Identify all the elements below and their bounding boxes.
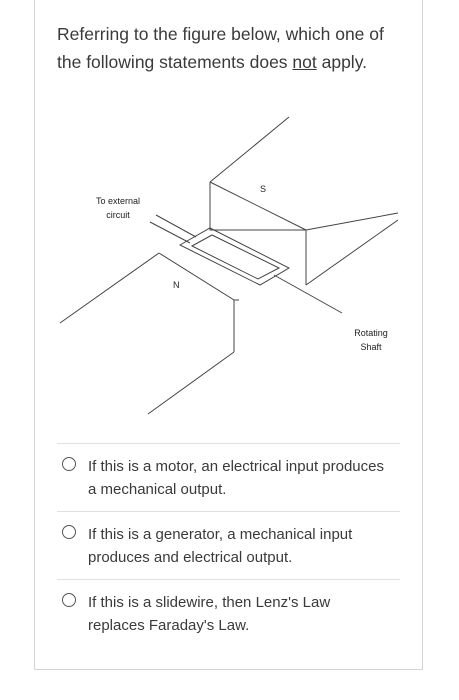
n-magnet-bottom xyxy=(147,351,235,415)
s-magnet-top-right xyxy=(305,212,399,231)
option-1-label: If this is a motor, an electrical input … xyxy=(88,458,384,498)
question-text: Referring to the figure below, which one… xyxy=(57,24,384,72)
s-magnet-top xyxy=(209,116,290,183)
divider xyxy=(57,511,400,512)
label-n: N xyxy=(173,280,180,290)
divider xyxy=(57,579,400,580)
coil-loop xyxy=(178,227,291,286)
label-external-2: circuit xyxy=(106,210,130,220)
s-magnet-bottom xyxy=(305,219,399,286)
n-magnet-face xyxy=(158,252,235,352)
label-rotating-2: Shaft xyxy=(360,342,382,352)
s-magnet-face xyxy=(209,182,307,285)
label-s: S xyxy=(260,184,266,194)
radio-button[interactable] xyxy=(62,525,76,539)
label-external-1: To external xyxy=(96,196,140,206)
s-magnet-edge xyxy=(209,181,307,231)
emphasis-not: not xyxy=(292,52,317,72)
radio-button[interactable] xyxy=(62,593,76,607)
rotating-shaft xyxy=(273,274,343,314)
wire-lower xyxy=(149,221,191,244)
wire-upper xyxy=(155,214,197,238)
generator-figure: S To external circuit N Rotating Shaft xyxy=(59,116,399,415)
n-magnet-top xyxy=(59,252,160,324)
divider xyxy=(57,443,400,444)
option-3-label: If this is a slidewire, then Lenz's Law … xyxy=(88,594,331,634)
option-2-label: If this is a generator, a mechanical inp… xyxy=(88,526,353,566)
question-card xyxy=(34,0,423,670)
label-rotating-1: Rotating xyxy=(354,328,388,338)
radio-button[interactable] xyxy=(62,457,76,471)
coil-inner xyxy=(190,234,281,280)
